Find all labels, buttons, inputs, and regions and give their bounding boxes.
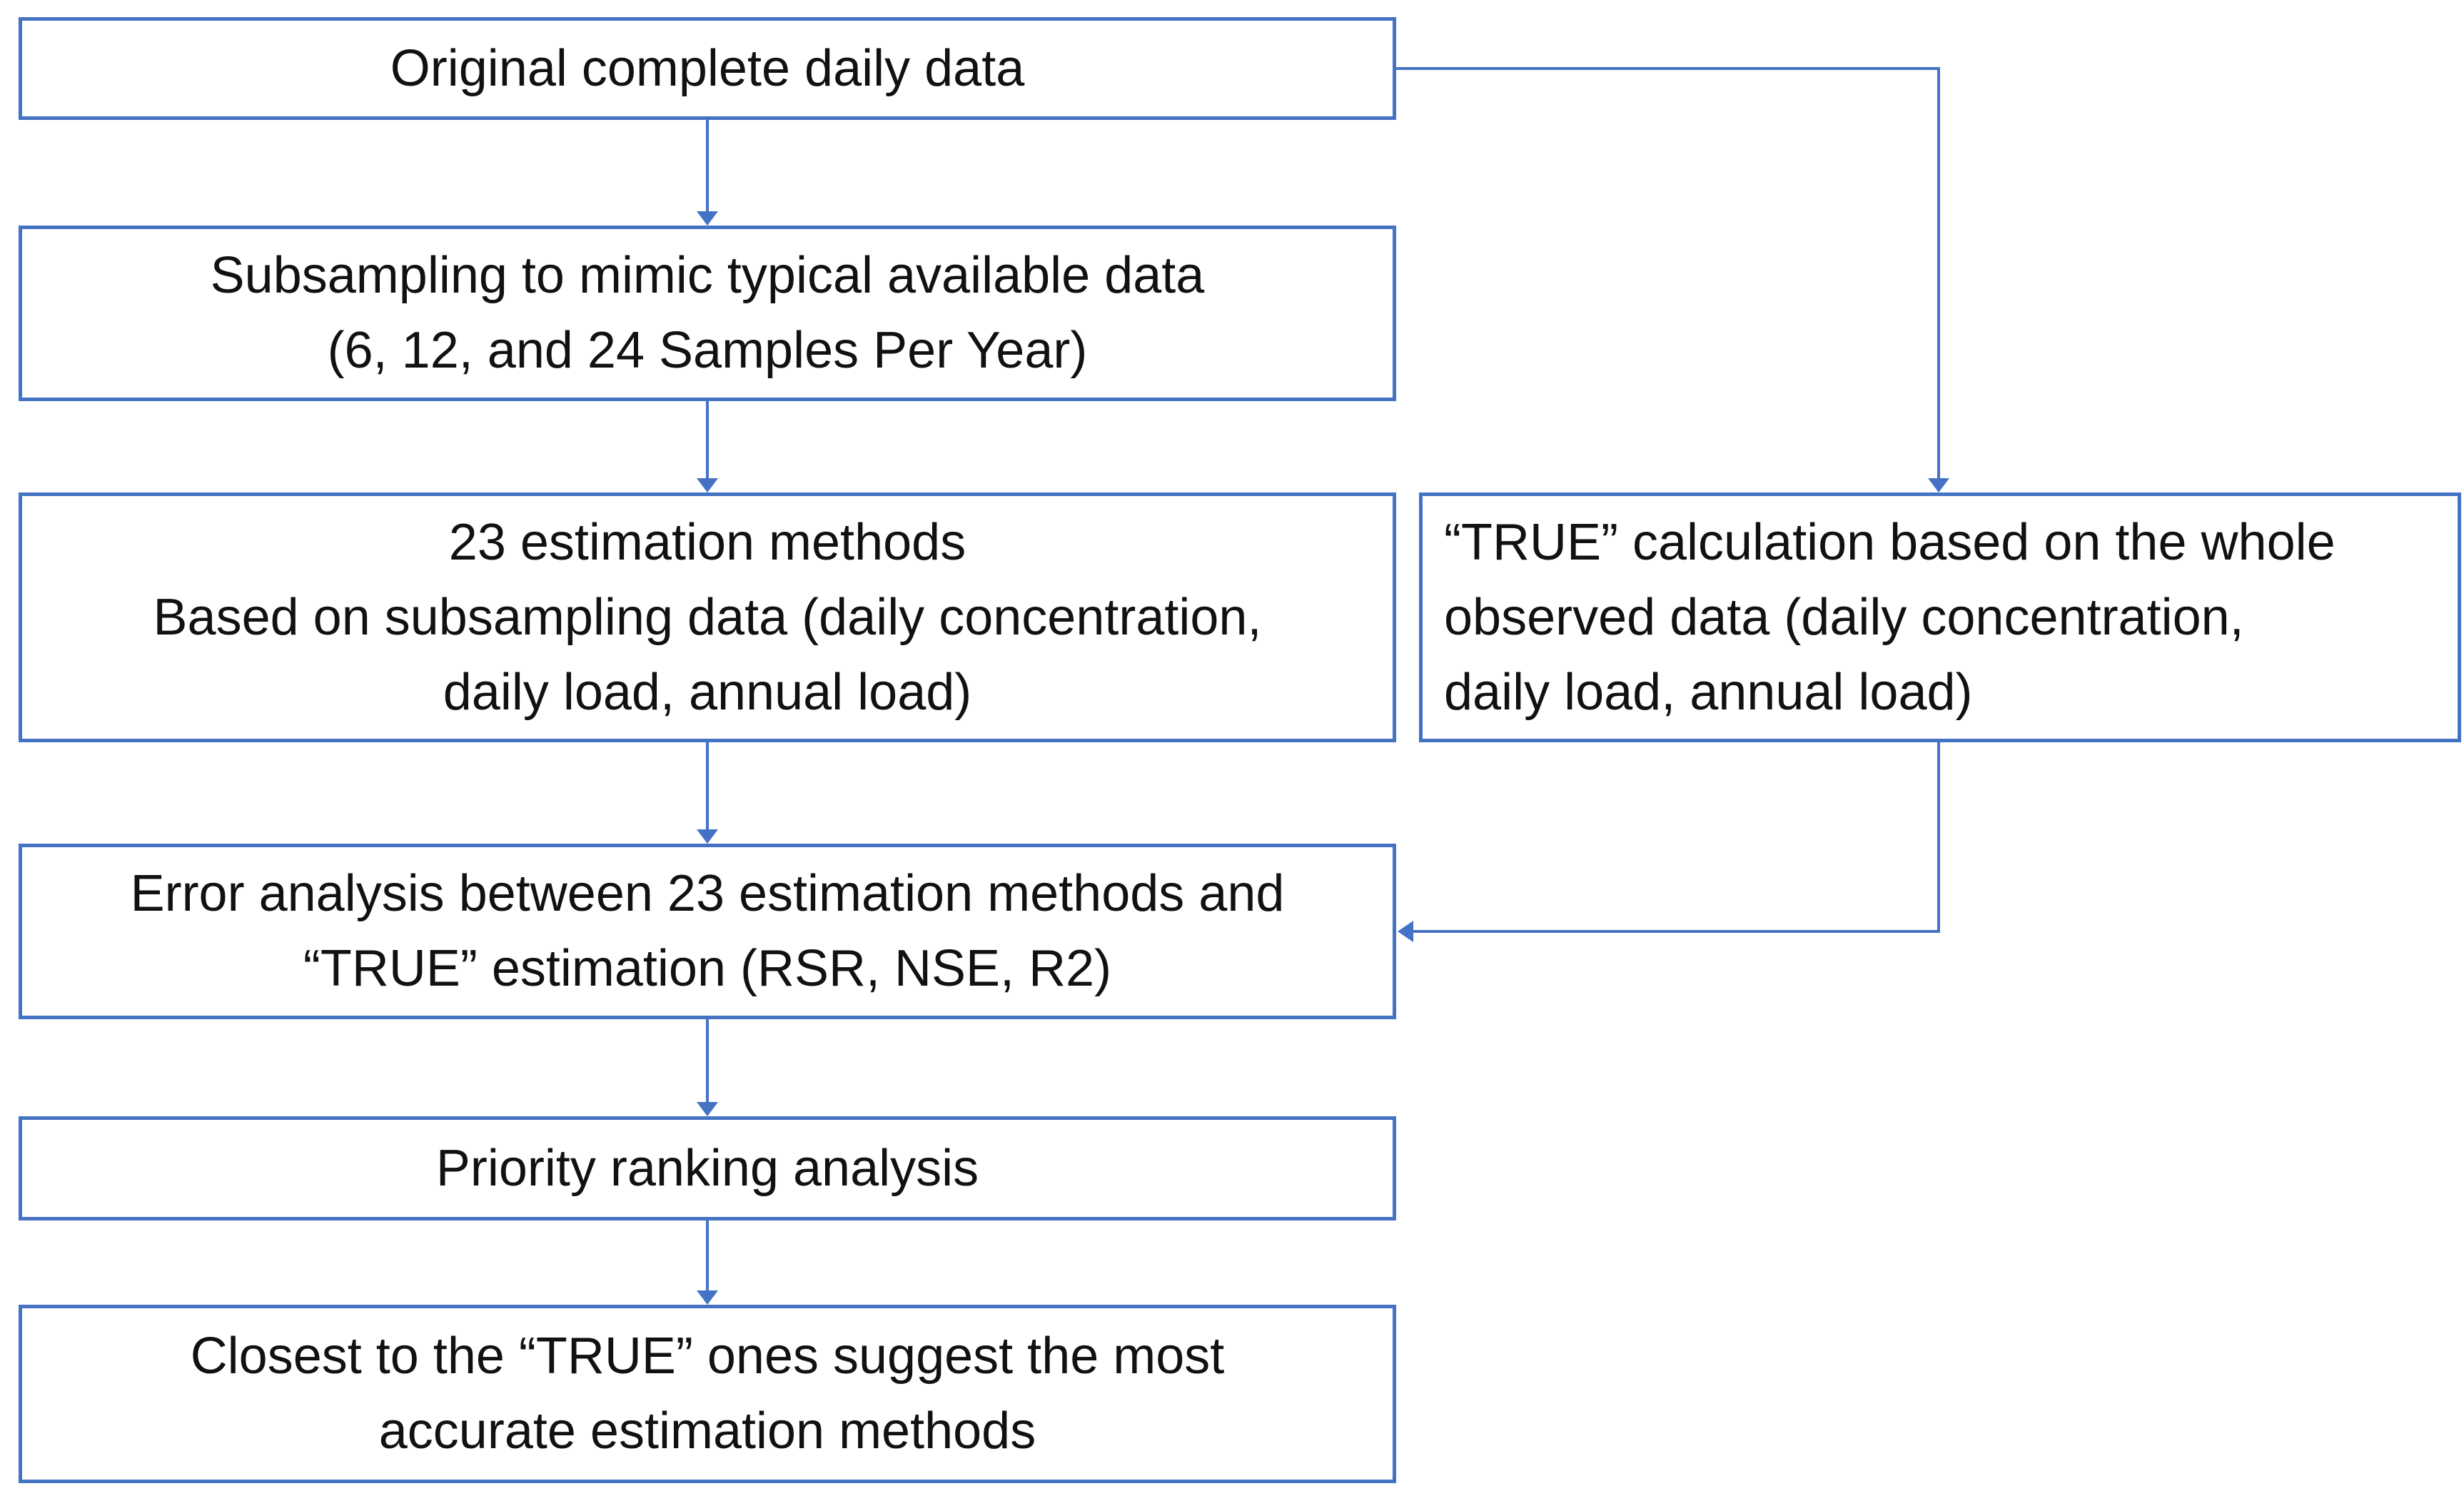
box-conclusion-line-1: Closest to the “TRUE” ones suggest the m… (190, 1328, 1225, 1385)
box-estimation-line-3: daily load, annual load) (443, 663, 972, 721)
box-priority-line-1: Priority ranking analysis (435, 1139, 979, 1197)
box-original-data-line-1: Original complete daily data (390, 39, 1025, 97)
box-error-line-1: Error analysis between 23 estimation met… (130, 865, 1285, 922)
box-subsampling: Subsampling to mimic typical available d… (19, 226, 1396, 401)
box-original-data: Original complete daily data (19, 17, 1396, 120)
arrowhead-down-2 (697, 478, 718, 492)
arrowhead-down-1 (697, 211, 718, 226)
arrowhead-left-error (1398, 921, 1413, 942)
box-subsampling-line-2: (6, 12, and 24 Samples Per Year) (327, 322, 1088, 379)
box-true-calculation: “TRUE” calculation based on the whole ob… (1419, 492, 2461, 742)
arrowhead-down-5 (697, 1290, 718, 1305)
box-error-line-2: “TRUE” estimation (RSR, NSE, R2) (303, 940, 1112, 997)
box-true-line-3: daily load, annual load) (1444, 663, 1973, 721)
arrow-original-to-true (1396, 67, 1940, 480)
box-conclusion: Closest to the “TRUE” ones suggest the m… (19, 1305, 1396, 1483)
arrowhead-down-3 (697, 829, 718, 844)
box-conclusion-line-2: accurate estimation methods (378, 1402, 1036, 1460)
box-priority-ranking: Priority ranking analysis (19, 1116, 1396, 1220)
box-estimation-line-1: 23 estimation methods (448, 513, 966, 571)
box-true-line-2: observed data (daily concentration, (1444, 588, 2244, 646)
arrow-true-to-error (1412, 742, 1940, 933)
box-error-analysis: Error analysis between 23 estimation met… (19, 844, 1396, 1019)
box-estimation-methods: 23 estimation methods Based on subsampli… (19, 492, 1396, 742)
box-true-line-1: “TRUE” calculation based on the whole (1444, 513, 2336, 571)
box-subsampling-line-1: Subsampling to mimic typical available d… (210, 247, 1205, 304)
arrowhead-down-4 (697, 1102, 718, 1116)
arrowhead-down-true (1928, 478, 1949, 492)
box-estimation-line-2: Based on subsampling data (daily concent… (153, 588, 1262, 646)
